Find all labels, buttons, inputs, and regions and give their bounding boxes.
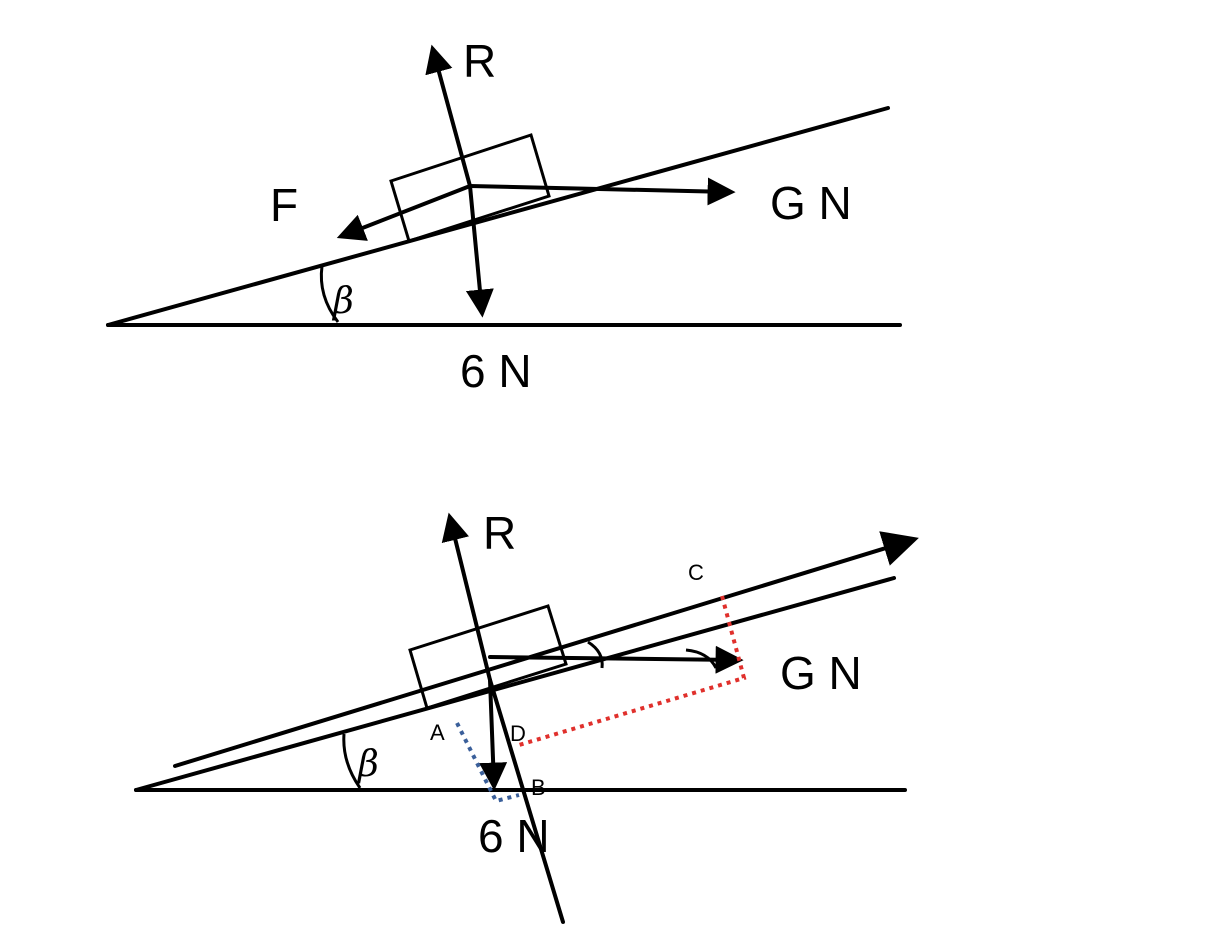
bottom-parallel-arrow [173,531,919,768]
bottom-blue-construction [455,722,520,804]
bottom-small-arc-1 [587,640,604,669]
top-block [389,133,551,243]
top-force-weight-label: 6 N [460,345,532,397]
bottom-block [408,604,568,710]
top-force-g-label: G N [770,177,852,229]
bottom-red-construction [518,595,747,747]
bottom-force-r-label: R [483,507,516,559]
top-force-f-arrow [336,184,472,241]
bottom-point-a: A [430,720,445,745]
bottom-force-weight-label: 6 N [478,810,550,862]
bottom-force-r-arrow [441,512,492,682]
bottom-point-c: C [688,560,704,585]
bottom-point-d: D [510,721,526,746]
top-angle-arc [319,265,340,323]
bottom-point-b: B [531,775,546,800]
top-force-g-arrow [468,177,736,206]
bottom-force-g-label: G N [780,647,862,699]
bottom-incline-line [134,576,896,792]
top-force-f-label: F [270,179,298,231]
bottom-force-g-arrow [488,645,744,674]
top-incline-line [106,106,890,327]
bottom-normal-line [488,678,565,924]
top-force-weight-arrow [465,184,494,318]
top-angle-label: β [331,281,354,322]
bottom-angle-arc [342,733,362,789]
top-diagram: β R 6 N F G N [106,35,902,397]
bottom-angle-label: β [356,744,379,785]
bottom-force-weight-arrow [479,678,508,791]
top-force-r-label: R [463,35,496,87]
bottom-small-arc-2 [685,648,718,669]
bottom-diagram: β R 6 N G N C A D B [134,507,919,924]
top-force-r-arrow [425,44,472,188]
